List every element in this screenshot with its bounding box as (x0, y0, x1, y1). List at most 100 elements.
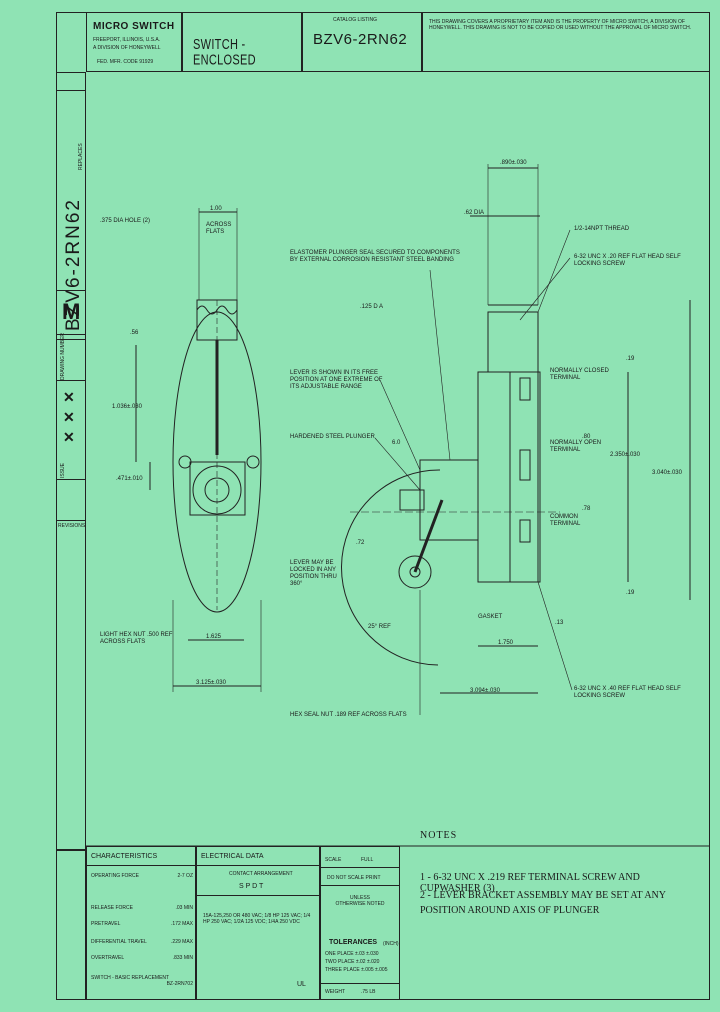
company-location: FREEPORT, ILLINOIS, U.S.A. (93, 37, 161, 43)
leader-c2 (519, 257, 571, 321)
company-division: A DIVISION OF HONEYWELL (93, 45, 161, 51)
arrangement-label: CONTACT ARRANGEMENT (229, 871, 293, 877)
weight-value: .75 LB (361, 989, 376, 995)
callout-nc-terminal: NORMALLY CLOSED TERMINAL (550, 368, 609, 381)
dim-d7: 3.125±.030 (196, 680, 226, 686)
dim-d19: .13 (555, 620, 564, 626)
dim-d1: 1.00 (210, 206, 222, 212)
company-block: MICRO SWITCH FREEPORT, ILLINOIS, U.S.A. … (86, 12, 182, 72)
callout-plunger-seal: ELASTOMER PLUNGER SEAL SECURED TO COMPON… (290, 250, 460, 263)
dim-d21: 6.0 (392, 440, 401, 446)
callout-com-terminal: COMMON TERMINAL (550, 514, 581, 527)
callout-gasket: GASKET (478, 614, 503, 620)
dim-d10: .125 D A (360, 304, 384, 310)
unless-noted: UNLESS OTHERWISE NOTED (335, 895, 385, 907)
drawing-number-box: BZV6-2RN62 (56, 90, 86, 335)
leader-c4 (379, 379, 421, 471)
company-code: FED. MFR. CODE 91929 (97, 59, 154, 65)
side-view-cover (509, 371, 541, 583)
dim-d4: 1.036±.030 (112, 404, 142, 410)
dim-d17: 1.750 (498, 640, 514, 646)
dim-d1-note: ACROSS FLATS (206, 222, 232, 235)
char-row: OVERTRAVEL.833 MIN (91, 955, 193, 961)
revisions-box: REVISIONS (56, 520, 86, 850)
leader-c3 (429, 269, 451, 461)
dim-d11: .19 (626, 356, 635, 362)
callout-screw-top: 6-32 UNC X .20 REF FLAT HEAD SELF LOCKIN… (574, 254, 681, 267)
contact-arrangement: S P D T (239, 883, 264, 890)
issue-mark-1: ✕ (63, 389, 75, 405)
tolerance-row: THREE PLACE ±.005 ±.005 (325, 967, 388, 973)
dim-d18: 3.094±.030 (470, 688, 500, 694)
dim-d2: .375 DIA HOLE (2) (100, 218, 151, 224)
side-view-conduit (487, 311, 539, 373)
tolerances-table: SCALE FULL DO NOT SCALE PRINT UNLESS OTH… (320, 846, 400, 1000)
side-view-plunger (399, 489, 425, 511)
issue-box: ✕ ✕ ✕ (56, 380, 86, 480)
dim-d22: 25° REF (368, 624, 391, 630)
side-lower-box (56, 850, 86, 1000)
electrical-table: ELECTRICAL DATA CONTACT ARRANGEMENT S P … (196, 846, 320, 1000)
dim-d5: .471±.010 (116, 476, 143, 482)
tolerance-row: ONE PLACE ±.03 ±.030 (325, 951, 379, 957)
scale-label: SCALE (325, 857, 342, 863)
drawing-title: SWITCH - ENCLOSED (193, 37, 256, 69)
dim-d6: 1.625 (206, 634, 222, 640)
electrical-header: ELECTRICAL DATA (201, 853, 264, 860)
note-2: 2 - LEVER BRACKET ASSEMBLY MAY BE SET AT… (420, 890, 666, 916)
tolerance-row: TWO PLACE ±.02 ±.020 (325, 959, 380, 965)
callout-lever-free: LEVER IS SHOWN IN ITS FREE POSITION AT O… (290, 370, 383, 390)
callout-screw-bottom: 6-32 UNC X .40 REF FLAT HEAD SELF LOCKIN… (574, 686, 681, 699)
front-view-mount-right (246, 455, 260, 469)
side-view-no-terminal (519, 449, 531, 481)
scale-value: FULL (361, 857, 374, 863)
side-view-plunger-housing (419, 459, 479, 541)
char-row: RELEASE FORCE.03 MIN (91, 905, 193, 911)
side-view-lever (413, 499, 444, 573)
leader-c11 (537, 581, 573, 691)
callout-light-hex-nut: LIGHT HEX NUT .500 REF ACROSS FLATS (100, 632, 173, 645)
side-view-nc-terminal (519, 377, 531, 401)
side-view-com-terminal (519, 519, 531, 543)
side-view-roller (398, 555, 432, 589)
side-view-body (477, 371, 539, 583)
characteristics-header: CHARACTERISTICS (91, 853, 158, 860)
char-row: DIFFERENTIAL TRAVEL.229 MAX (91, 939, 193, 945)
callout-thread: 1/2-14NPT THREAD (574, 226, 630, 232)
dim-d13: 2.350±.030 (610, 452, 640, 458)
dim-d16: .19 (626, 590, 635, 596)
proprietary-cell: THIS DRAWING COVERS A PROPRIETARY ITEM A… (422, 12, 710, 72)
ul-mark: UL (297, 981, 306, 988)
issue-mark-2: ✕ (63, 409, 75, 425)
weight-label: WEIGHT (325, 989, 345, 995)
callout-lever-lock: LEVER MAY BE LOCKED IN ANY POSITION THRU… (290, 560, 337, 587)
callout-hex-seal-nut: HEX SEAL NUT .189 REF ACROSS FLATS (290, 712, 407, 718)
dim-d15: .78 (582, 506, 591, 512)
revisions-label: REVISIONS (58, 523, 86, 529)
note-1: 1 - 6-32 UNC X .219 REF TERMINAL SCREW A… (420, 872, 640, 894)
company-name: MICRO SWITCH (93, 21, 175, 32)
side-view-lever-arc (341, 469, 441, 666)
side-view-roller-inner (409, 566, 421, 578)
notes-header: NOTES (420, 830, 458, 841)
callout-no-terminal: NORMALLY OPEN TERMINAL (550, 440, 602, 453)
dim-d12: .80 (582, 434, 591, 440)
do-not-scale: DO NOT SCALE PRINT (327, 875, 381, 881)
dim-d14: 3.040±.030 (652, 470, 682, 476)
dim-d3: .56 (130, 330, 139, 336)
title-cell: SWITCH - ENCLOSED (182, 12, 302, 72)
proprietary-notice: THIS DRAWING COVERS A PROPRIETARY ITEM A… (429, 19, 692, 31)
dim-d8: .890±.030 (500, 160, 527, 166)
dim-d20: .72 (356, 540, 365, 546)
electrical-rating: 15A-125,250 OR 480 VAC; 1/8 HP 125 VAC; … (203, 913, 311, 925)
front-view-nut (189, 461, 246, 516)
tolerances-unit: (INCH) (383, 941, 399, 947)
catalog-cell: CATALOG LISTING BZV6-2RN62 (302, 12, 422, 72)
callout-plunger: HARDENED STEEL PLUNGER (290, 434, 375, 440)
catalog-number: BZV6-2RN62 (313, 31, 408, 48)
catalog-label: CATALOG LISTING (333, 17, 377, 23)
leader-c5 (374, 437, 421, 491)
